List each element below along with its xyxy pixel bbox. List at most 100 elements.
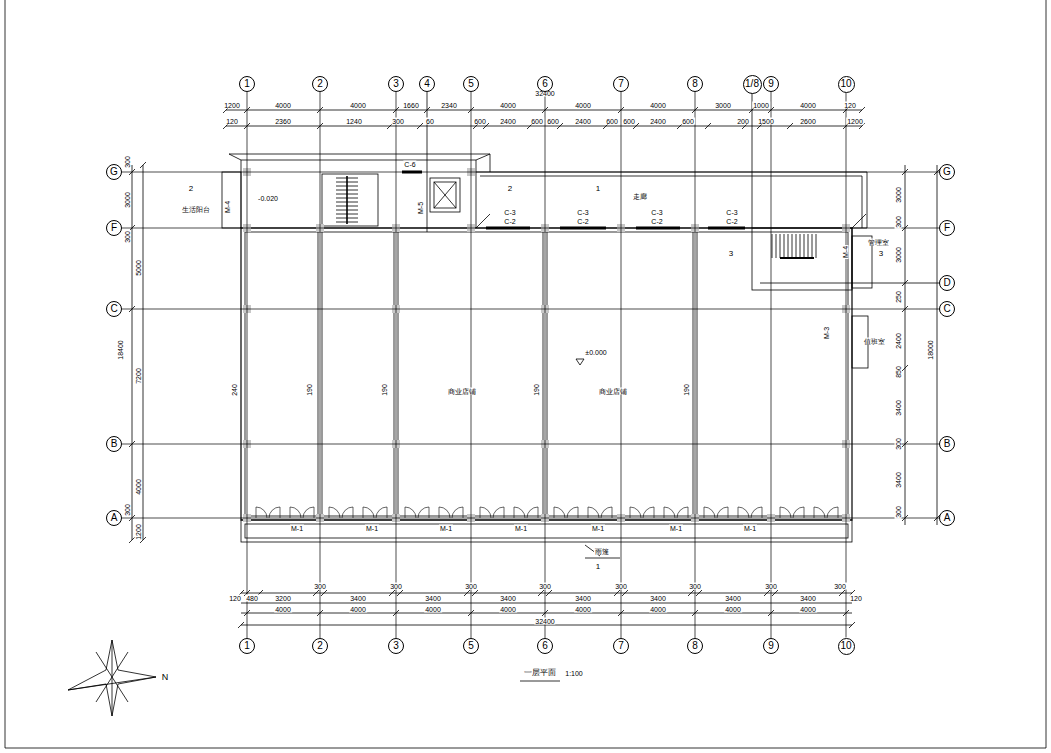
axis-bubble: 5: [463, 76, 479, 92]
dimension-label: 1200: [223, 102, 241, 109]
dimension-label: 3400: [895, 471, 902, 489]
dimension-label: M-1: [591, 525, 605, 532]
dimension-label: 2400: [649, 118, 667, 125]
axis-bubble: C: [939, 301, 955, 317]
dimension-label: 4000: [799, 606, 817, 613]
axis-line: [846, 93, 847, 638]
axis-line: [122, 172, 939, 173]
axis-bubble: 10: [838, 76, 855, 93]
dimension-label: 3: [878, 250, 884, 258]
dimension-label: 3200: [274, 595, 292, 602]
dimension-label: 2340: [440, 102, 458, 109]
dimension-label: 3000: [895, 186, 902, 204]
dimension-label: 2400: [499, 118, 517, 125]
dimension-label: 1240: [345, 118, 363, 125]
axis-number: 7: [618, 641, 624, 651]
dimension-label: 18400: [117, 339, 124, 360]
dimension-label: C-3: [576, 209, 589, 216]
axis-bubble: 9: [763, 638, 779, 654]
dimension-label: 走廊: [632, 193, 648, 200]
axis-number: F: [944, 223, 950, 233]
axis-number: 1/8: [745, 79, 759, 89]
dimension-label: M-5: [417, 201, 424, 215]
axis-line: [122, 444, 939, 445]
dimension-label: C-2: [503, 218, 516, 225]
dimension-label: 1500: [757, 118, 775, 125]
dimension-label: 120: [843, 102, 857, 109]
axis-number: 1: [244, 79, 250, 89]
dimension-label: 2: [188, 185, 194, 193]
dimension-label: 4000: [574, 102, 592, 109]
dimension-label: -0.020: [257, 195, 279, 202]
dimension-label: 300: [895, 505, 902, 519]
axis-bubble: 1: [239, 76, 255, 92]
dimension-label: C-6: [403, 161, 416, 168]
axis-number: G: [110, 167, 118, 177]
dimension-label: 1: [595, 185, 601, 193]
axis-number: 3: [393, 641, 399, 651]
dimension-label: 300: [833, 583, 847, 590]
axis-bubble: D: [939, 275, 955, 291]
dimension-label: 2600: [799, 118, 817, 125]
dimension-label: 1660: [402, 102, 420, 109]
axis-number: 10: [840, 79, 851, 89]
dimension-label: M-1: [514, 525, 528, 532]
axis-number: D: [943, 278, 950, 288]
dimension-label: 240: [231, 383, 238, 397]
axis-bubble: 6: [537, 76, 553, 92]
dimension-label: C-3: [650, 209, 663, 216]
axis-number: A: [944, 513, 951, 523]
dimension-label: 480: [245, 595, 259, 602]
dimension-label: 600: [622, 118, 636, 125]
dimension-label: 32400: [534, 618, 555, 625]
axis-number: A: [111, 513, 118, 523]
axis-number: B: [944, 439, 951, 449]
dimension-label: 600: [546, 118, 560, 125]
dimension-label: 3400: [724, 595, 742, 602]
dimension-label: 300: [764, 583, 778, 590]
dimension-label: 600: [605, 118, 619, 125]
axis-number: 9: [768, 79, 774, 89]
dimension-label: 120: [225, 118, 239, 125]
axis-number: 3: [393, 79, 399, 89]
axis-line: [471, 92, 472, 638]
axis-line: [545, 92, 546, 638]
axis-bubble: 3: [388, 638, 404, 654]
axis-line: [247, 92, 248, 638]
dimension-label: 4000: [424, 606, 442, 613]
dimension-label: 300: [538, 583, 552, 590]
dimension-label: 1000: [752, 102, 770, 109]
axis-bubble: G: [939, 164, 955, 180]
dimension-label: 300: [614, 583, 628, 590]
axis-line: [771, 92, 772, 638]
dimension-label: 250: [895, 290, 902, 304]
dimension-label: 3400: [895, 399, 902, 417]
dimension-label: 4000: [574, 606, 592, 613]
axis-bubble: A: [106, 510, 122, 526]
dimension-label: 190: [381, 383, 388, 397]
axis-number: C: [943, 304, 950, 314]
axis-bubble: 7: [613, 638, 629, 654]
dimension-label: 300: [313, 583, 327, 590]
dimension-label: 4000: [135, 478, 142, 496]
dimension-label: 3400: [799, 595, 817, 602]
axis-number: 4: [424, 79, 430, 89]
dimension-label: 120: [228, 595, 242, 602]
dimension-label: 2: [507, 185, 513, 193]
dimension-label: 3400: [499, 595, 517, 602]
dimension-label: 300: [464, 583, 478, 590]
dimension-label: M-1: [439, 525, 453, 532]
dimension-label: M-1: [669, 525, 683, 532]
axis-number: 9: [768, 641, 774, 651]
dimension-label: 300: [124, 155, 131, 169]
dimension-label: 1200: [846, 118, 864, 125]
dimension-label: 300: [124, 503, 131, 517]
dimension-label: M-1: [365, 525, 379, 532]
drawing-title: 一层平面: [523, 669, 557, 677]
dimension-label: M-3: [823, 326, 830, 340]
axis-bubble: 4: [419, 76, 435, 92]
dimension-label: 4000: [724, 606, 742, 613]
axis-bubble: 8: [687, 638, 703, 654]
dimension-label: M-1: [290, 525, 304, 532]
